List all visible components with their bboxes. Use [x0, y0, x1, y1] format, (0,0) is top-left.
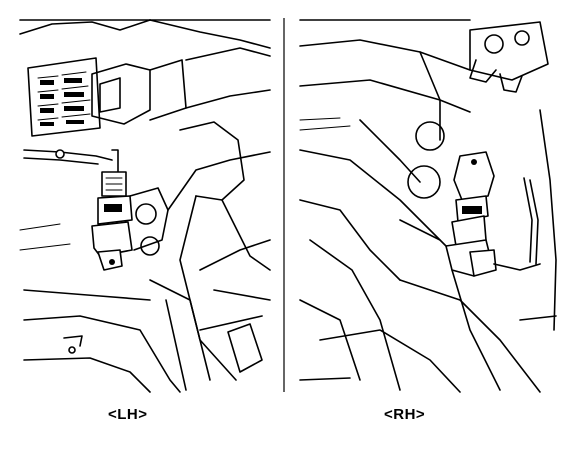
- rh-label: <RH>: [384, 406, 426, 423]
- left-panel-drawing: [19, 19, 271, 393]
- right-panel-drawing: [299, 19, 557, 393]
- lh-label: <LH>: [108, 406, 148, 423]
